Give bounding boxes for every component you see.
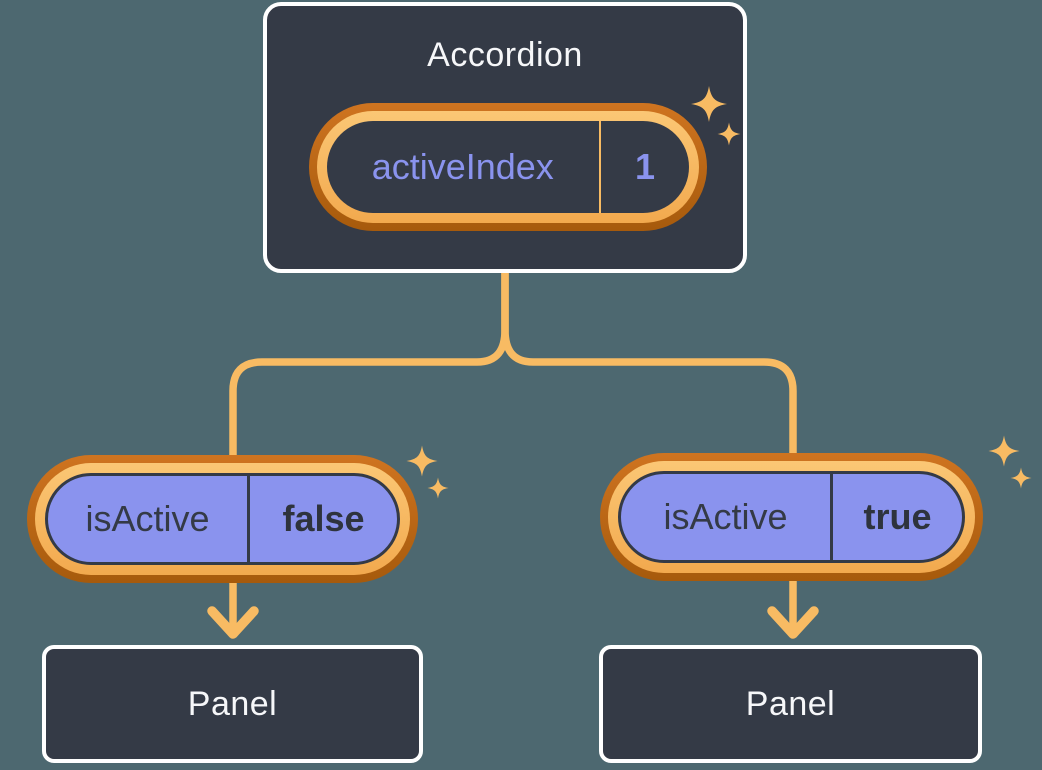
panel-right: Panel xyxy=(599,645,982,763)
prop-pill-right-ring-inner: isActive true xyxy=(608,461,975,573)
prop-pill-left-ring-inner: isActive false xyxy=(35,463,410,575)
arrow-right-head xyxy=(767,606,819,639)
arrow-left-head xyxy=(207,606,259,639)
state-pill: activeIndex 1 xyxy=(309,103,707,231)
state-pill-body: activeIndex 1 xyxy=(327,121,689,213)
connector-branch-right xyxy=(501,268,797,472)
prop-pill-left-divider xyxy=(247,476,250,562)
prop-pill-left-label: isActive xyxy=(85,498,210,539)
prop-pill-right-label: isActive xyxy=(663,496,788,537)
prop-pill-right: isActive true xyxy=(600,453,983,581)
prop-pill-right-value: true xyxy=(863,496,932,537)
accordion-title: Accordion xyxy=(427,36,583,74)
panel-right-label: Panel xyxy=(745,684,836,723)
panel-left-label: Panel xyxy=(187,684,278,723)
prop-pill-right-ring-outer: isActive true xyxy=(600,453,983,581)
state-pill-divider xyxy=(598,121,601,213)
prop-pill-left: isActive false xyxy=(27,455,418,583)
prop-pill-left-ring-outer: isActive false xyxy=(27,455,418,583)
state-pill-label: activeIndex xyxy=(371,146,554,187)
prop-pill-left-value: false xyxy=(282,498,365,539)
prop-pill-right-body: isActive true xyxy=(618,471,965,563)
connector-branch-left xyxy=(229,268,509,472)
state-pill-ring-outer: activeIndex 1 xyxy=(309,103,707,231)
panel-left: Panel xyxy=(42,645,423,763)
state-pill-value: 1 xyxy=(634,146,656,187)
prop-pill-left-body: isActive false xyxy=(45,473,400,565)
prop-pill-right-divider xyxy=(830,474,833,560)
state-pill-ring-inner: activeIndex 1 xyxy=(317,111,699,223)
